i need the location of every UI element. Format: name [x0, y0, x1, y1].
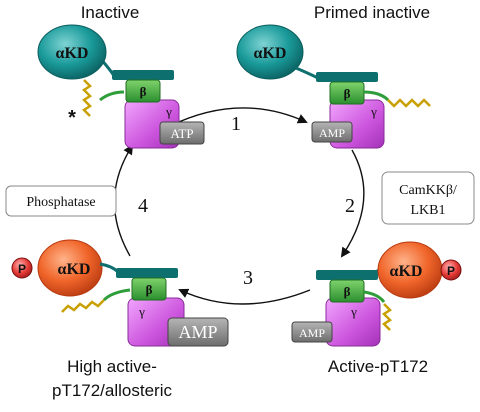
complex-high-active: P αKD γ β AMP: [11, 239, 229, 347]
state-title-primed: Primed inactive: [314, 3, 430, 22]
complex-active: αKD P γ β AMP: [291, 241, 462, 347]
kinase-label: αKD: [390, 263, 423, 280]
scaffold-bar: [112, 70, 174, 80]
beta-subunit: [125, 79, 161, 103]
linker-coil: [82, 79, 92, 117]
complex-primed: αKD γ β AMP: [236, 24, 431, 149]
kinase-domain: [37, 239, 103, 297]
cycle-arrows: [113, 107, 365, 305]
kinase-domain: [37, 24, 107, 80]
kinase-label: αKD: [56, 45, 89, 62]
complex-inactive: αKD * γ β ATP: [37, 24, 205, 149]
nucleotide-label: ATP: [170, 126, 193, 141]
beta-subunit: [131, 277, 167, 301]
upstream-kinase-box: CamKKβ/ LKB1: [381, 171, 475, 225]
upstream-kinase-label-line2: LKB1: [411, 203, 446, 218]
beta-linker: [363, 90, 390, 102]
step-3-label: 3: [243, 267, 253, 289]
linker-coil: [61, 299, 105, 313]
nucleotide-label: AMP: [178, 322, 217, 342]
beta-label: β: [344, 284, 351, 299]
kinase-linker: [99, 262, 120, 274]
linker-coil: [387, 98, 431, 108]
scaffold-bar: [316, 72, 378, 82]
phospho-group: [440, 259, 462, 281]
nucleotide-label: AMP: [299, 326, 325, 340]
phospho-label: P: [18, 262, 26, 276]
upstream-kinase-label-line1: CamKKβ/: [399, 183, 457, 198]
state-title-high-line2: pT172/allosteric: [52, 381, 173, 400]
kinase-label: αKD: [58, 261, 91, 278]
linker-coil: [382, 303, 392, 331]
phosphatase-box: Phosphatase: [5, 185, 117, 217]
kinase-linker: [295, 66, 319, 80]
step-1-label: 1: [231, 113, 241, 135]
kinase-label: αKD: [254, 45, 287, 62]
scaffold-bar: [316, 270, 378, 280]
arrow-step-1: [169, 107, 308, 127]
beta-label: β: [140, 84, 147, 99]
gamma-label: γ: [350, 304, 357, 319]
phosphatase-label: Phosphatase: [26, 195, 95, 210]
nucleotide-box: [291, 321, 333, 343]
phospho-group: [11, 257, 33, 279]
arrow-step-2: [340, 149, 365, 258]
arrow-step-4: [113, 144, 134, 257]
nucleotide-box: [159, 121, 205, 145]
state-title-inactive: Inactive: [81, 3, 140, 22]
beta-linker: [102, 288, 131, 302]
scaffold-bar: [116, 268, 178, 278]
beta-linker: [99, 90, 125, 102]
state-title-active: Active-pT172: [328, 357, 428, 376]
nucleotide-box: [311, 121, 353, 143]
gamma-label: γ: [370, 104, 377, 119]
beta-linker: [363, 290, 386, 303]
kinase-domain: [236, 24, 304, 80]
step-2-label: 2: [345, 195, 355, 217]
gamma-label: γ: [138, 304, 145, 319]
autoinhibition-mark: *: [68, 107, 76, 129]
phospho-label: P: [447, 264, 455, 278]
nucleotide-label: AMP: [319, 126, 345, 140]
arrow-step-3: [178, 288, 311, 305]
nucleotide-box: [167, 317, 229, 347]
beta-label: β: [146, 282, 153, 297]
gamma-label: γ: [165, 104, 172, 119]
state-title-high-line1: High active-: [67, 357, 157, 376]
beta-subunit: [329, 279, 365, 303]
step-4-label: 4: [138, 195, 148, 217]
beta-label: β: [344, 86, 351, 101]
